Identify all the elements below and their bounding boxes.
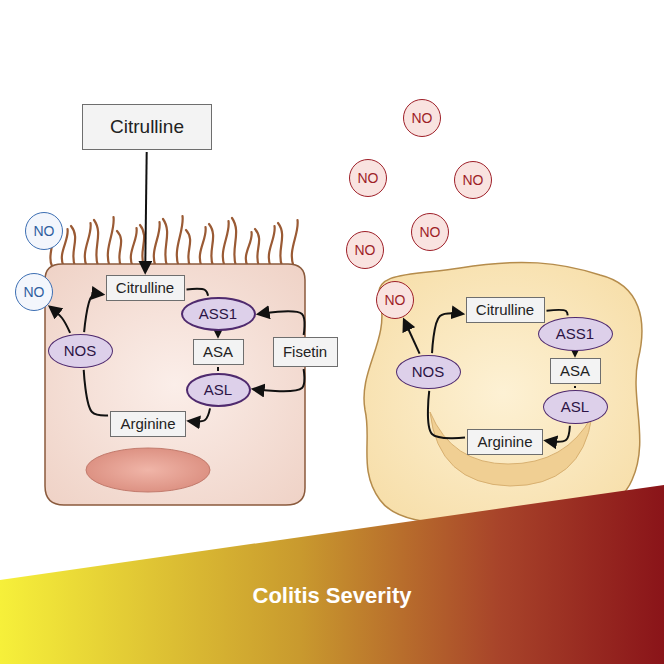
microvillus [278, 223, 282, 266]
macrophage-cell [364, 262, 642, 523]
reaction-arrow [189, 408, 210, 421]
microvillus [108, 217, 114, 266]
no-circle: NO [376, 281, 414, 319]
microvillus [246, 232, 252, 266]
nucleus [86, 448, 210, 492]
reaction-arrow [259, 311, 305, 335]
node-label: NO [463, 172, 484, 188]
severity-gradient [0, 485, 664, 664]
reaction-arrow [84, 294, 102, 332]
node-label: Fisetin [283, 343, 327, 360]
node-label: NO [24, 284, 45, 300]
microvilli [48, 216, 298, 266]
microvillus [62, 229, 68, 266]
node-label: NOS [64, 342, 97, 359]
enzyme-ellipse: NOS [48, 334, 113, 368]
no-circle: NO [15, 273, 53, 311]
reaction-arrow [253, 369, 304, 391]
node-label: NO [420, 224, 441, 240]
no-circle: NO [454, 161, 492, 199]
node-label: Citrulline [110, 116, 184, 138]
microvillus [232, 218, 236, 266]
node-label: Citrulline [116, 279, 174, 296]
node-label: ASL [204, 381, 232, 398]
epithelial-cell [45, 264, 305, 505]
reaction-arrow [50, 307, 70, 333]
microvillus [177, 216, 183, 266]
reaction-arrow [84, 370, 108, 416]
microvillus [131, 228, 137, 266]
reaction-arrow [217, 367, 219, 371]
severity-band: Colitis Severity [0, 485, 664, 664]
microvillus [186, 230, 190, 266]
node-label: ASL [561, 398, 589, 415]
microvillus [200, 227, 206, 266]
metabolite-box: ASA [193, 339, 244, 365]
no-circle: NO [349, 159, 387, 197]
microvillus [117, 231, 121, 266]
microvillus [269, 226, 275, 266]
microvillus [163, 219, 167, 266]
node-label: NO [385, 292, 406, 308]
node-label: ASS1 [556, 325, 594, 342]
node-label: Citrulline [476, 301, 534, 318]
node-label: NOS [412, 363, 445, 380]
microvillus [140, 225, 144, 266]
reaction-arrow [574, 386, 576, 388]
node-label: ASA [203, 343, 233, 360]
reaction-arrow [574, 353, 576, 355]
enzyme-ellipse: ASL [186, 373, 251, 407]
reaction-arrow [404, 320, 419, 354]
microvillus [71, 226, 75, 266]
no-circle: NO [411, 213, 449, 251]
enzyme-ellipse: ASL [543, 390, 608, 424]
reaction-arrow [547, 310, 568, 315]
node-label: Arginine [477, 433, 532, 450]
node-label: Colitis Severity [0, 583, 664, 608]
node-label: NO [358, 170, 379, 186]
node-label: Arginine [120, 415, 175, 432]
no-circle: NO [25, 212, 63, 250]
enzyme-ellipse: ASS1 [181, 297, 256, 331]
enzyme-ellipse: ASS1 [538, 317, 613, 351]
metabolite-box: ASA [550, 358, 601, 384]
enzyme-ellipse: NOS [396, 355, 461, 389]
metabolite-box: Fisetin [273, 337, 338, 367]
band-shape [0, 485, 664, 664]
node-label: NO [34, 223, 55, 239]
reaction-arrow [217, 333, 219, 336]
node-label: ASS1 [199, 305, 237, 322]
reaction-arrow [428, 391, 465, 438]
node-label: ASA [560, 362, 590, 379]
reaction-arrow [186, 289, 208, 296]
node-label: NO [412, 110, 433, 126]
microvillus [255, 229, 259, 266]
microvillus [85, 223, 91, 266]
microvillus [154, 222, 160, 266]
metabolite-box: Citrulline [466, 297, 545, 323]
reaction-arrow [432, 313, 462, 353]
metabolite-box: Arginine [467, 429, 543, 455]
reaction-arrow [546, 426, 570, 442]
microvillus [209, 224, 213, 266]
node-label: NO [355, 242, 376, 258]
microvillus [292, 220, 298, 266]
metabolite-box: Citrulline [106, 275, 185, 301]
metabolite-box: Citrulline [82, 104, 212, 150]
microvillus [94, 220, 98, 266]
microvillus [223, 221, 229, 266]
no-circle: NO [346, 231, 384, 269]
no-circle: NO [403, 99, 441, 137]
metabolite-box: Arginine [110, 411, 186, 437]
reaction-arrow [145, 152, 146, 272]
